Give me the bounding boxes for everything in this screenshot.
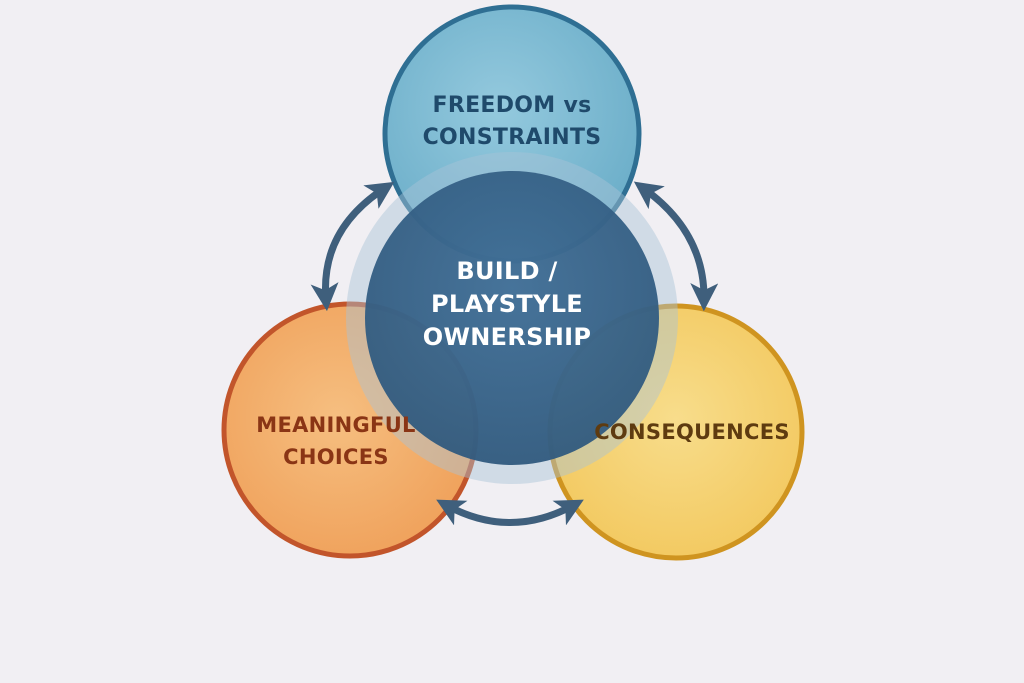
label-left-line2: CHOICES (283, 445, 389, 469)
label-right-line1: CONSEQUENCES (594, 420, 790, 444)
label-left-line1: MEANINGFUL (256, 413, 415, 437)
label-center-line2: PLAYSTYLE (431, 290, 583, 318)
label-center-line3: OWNERSHIP (423, 323, 591, 351)
arrow-left-right (436, 499, 584, 526)
arrow-top-right (633, 181, 719, 312)
label-top-line1: FREEDOM vs (433, 93, 592, 118)
label-center-line1: BUILD / (456, 257, 557, 285)
label-top-line2: CONSTRAINTS (423, 125, 602, 150)
arrow-left-top (310, 181, 395, 312)
circle-center (365, 171, 659, 465)
